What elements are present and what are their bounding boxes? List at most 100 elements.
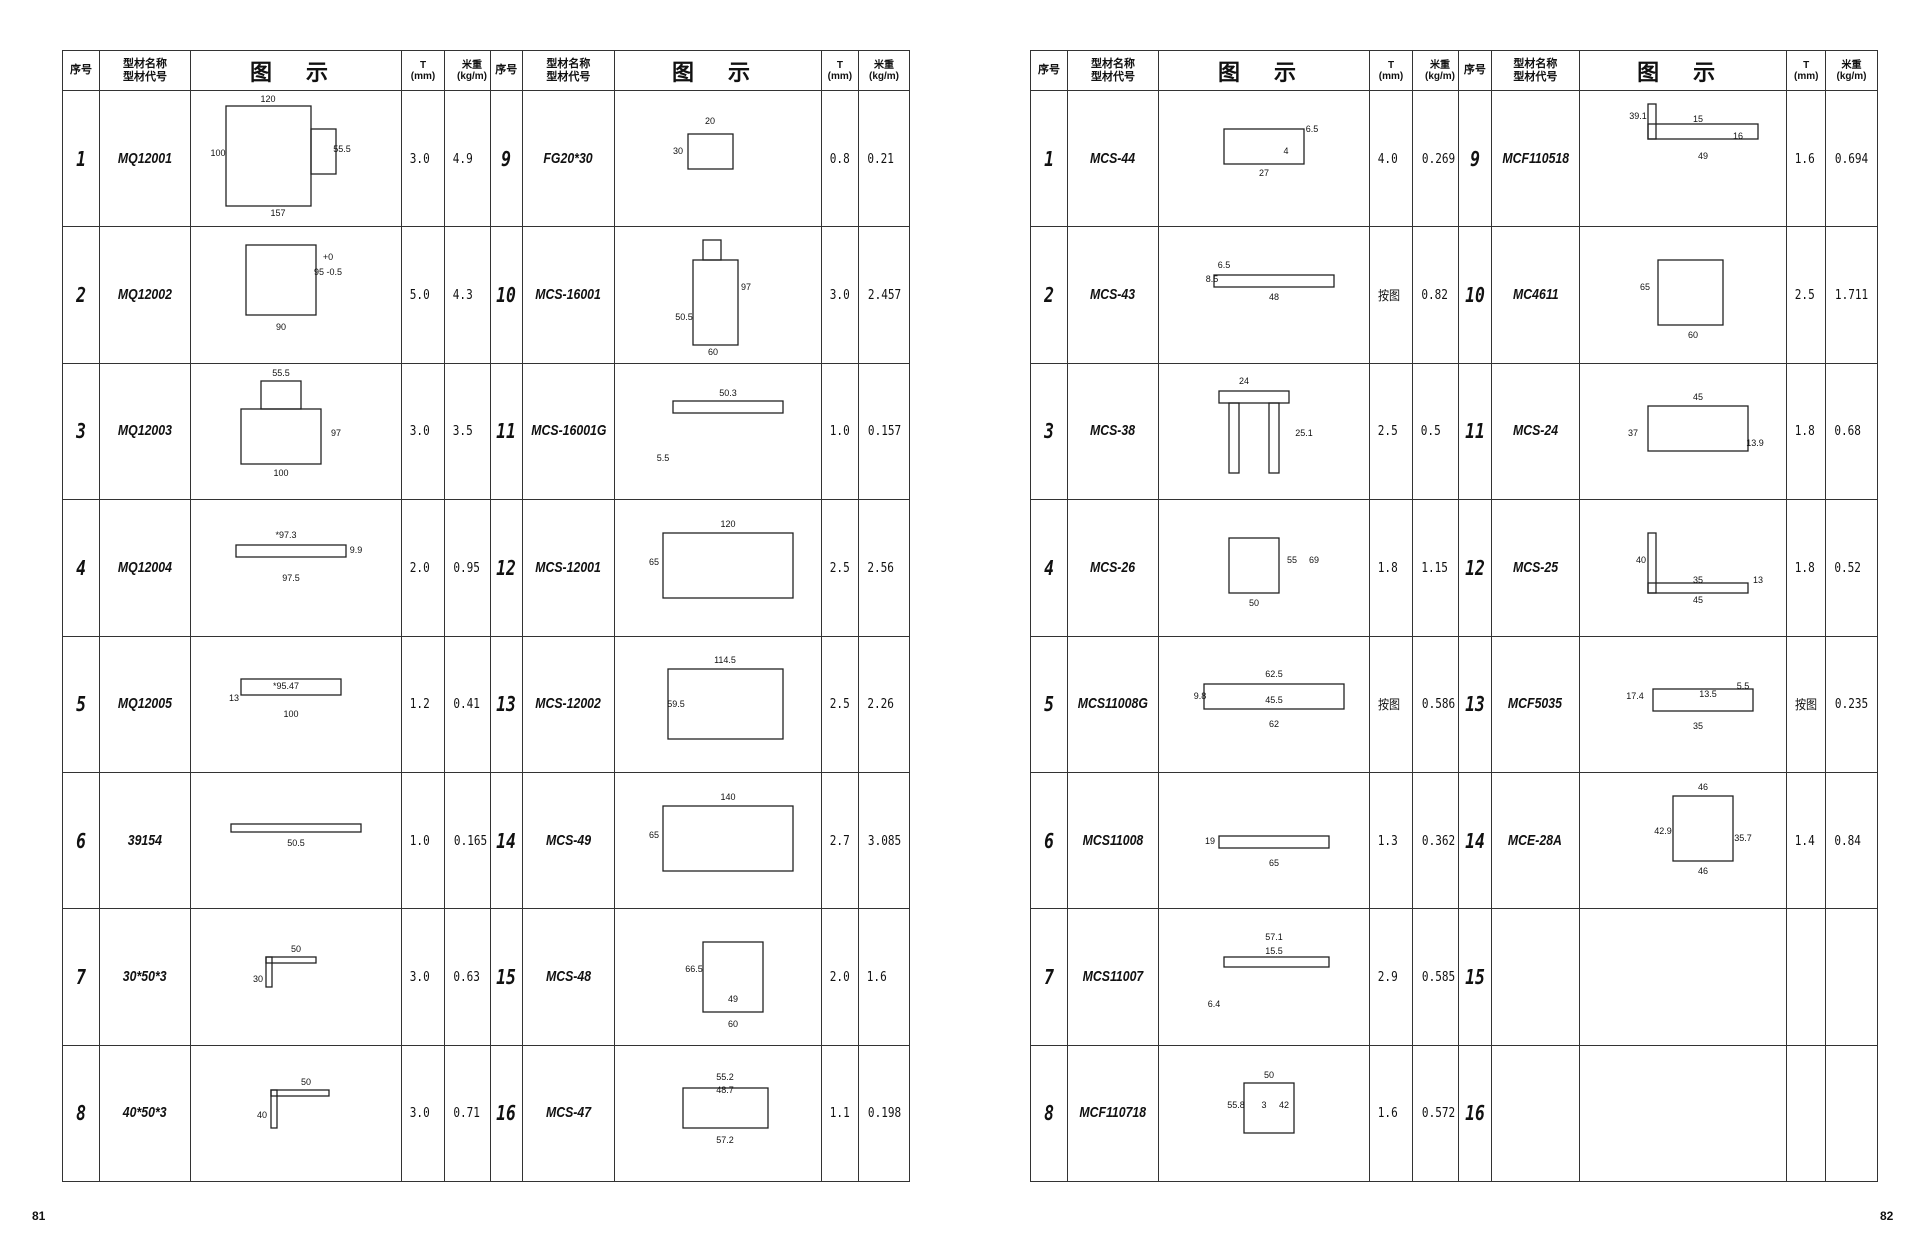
dimension-label: 97 bbox=[741, 282, 751, 292]
seq-number: 12 bbox=[496, 555, 517, 580]
weight-value: 3.085 bbox=[867, 833, 902, 849]
thickness-cell: 3.0 bbox=[401, 362, 445, 501]
code-cell: MQ12004 bbox=[99, 499, 191, 637]
header-weight-unit: (kg/m) bbox=[1425, 70, 1455, 82]
thickness-cell: 1.8 bbox=[1786, 499, 1827, 637]
header-weight: 米重(kg/m) bbox=[1825, 50, 1878, 91]
code-cell bbox=[1490, 1044, 1580, 1183]
profile-outline bbox=[702, 239, 722, 261]
code-cell bbox=[1490, 908, 1580, 1046]
seq-number: 7 bbox=[1044, 965, 1054, 990]
seq-number: 4 bbox=[1044, 555, 1054, 580]
thickness-value: 1.4 bbox=[1795, 833, 1816, 849]
header-seq-label: 序号 bbox=[495, 64, 518, 76]
dimension-label: 55 bbox=[1287, 555, 1297, 565]
header-thickness: T(mm) bbox=[1786, 50, 1827, 91]
dimension-label: 8.5 bbox=[1206, 274, 1219, 284]
weight-value: 3.5 bbox=[452, 424, 473, 440]
thickness-value: 3.0 bbox=[829, 288, 850, 304]
profile-outline bbox=[230, 822, 362, 833]
header-weight-label: 米重 bbox=[874, 59, 894, 71]
thickness-cell: 2.5 bbox=[1786, 226, 1827, 364]
profile-code: MC4611 bbox=[1512, 286, 1559, 304]
seq-cell: 15 bbox=[1458, 908, 1492, 1046]
seq-number: 14 bbox=[496, 828, 517, 853]
header-thickness-unit: (mm) bbox=[1793, 70, 1819, 82]
seq-number: 10 bbox=[1465, 283, 1485, 308]
seq-number: 15 bbox=[1465, 965, 1485, 990]
dimension-label: 65 bbox=[649, 830, 659, 840]
thickness-cell bbox=[1786, 1044, 1827, 1183]
dimension-label: *95.47 bbox=[273, 681, 299, 691]
header-seq-label: 序号 bbox=[70, 64, 92, 76]
thickness-value: 按图 bbox=[1377, 289, 1401, 305]
dimension-label: 48 bbox=[1269, 292, 1279, 302]
code-cell: MQ12002 bbox=[99, 226, 191, 364]
profile-outline bbox=[240, 678, 342, 696]
dimension-label: 66.5 bbox=[685, 964, 703, 974]
thickness-cell: 1.4 bbox=[1786, 771, 1827, 910]
header-name-label: 型材名称 bbox=[546, 57, 591, 70]
weight-value: 0.71 bbox=[453, 1106, 480, 1122]
seq-cell: 1 bbox=[1030, 89, 1068, 228]
dimension-label: 20 bbox=[705, 116, 715, 126]
profile-code: MCE-28A bbox=[1508, 831, 1563, 849]
seq-number: 2 bbox=[1044, 283, 1054, 308]
profile-code: 39154 bbox=[127, 831, 163, 849]
profile-outline bbox=[1647, 103, 1657, 140]
header-figure: 图 示 bbox=[614, 50, 822, 91]
weight-cell: 0.68 bbox=[1825, 362, 1878, 501]
thickness-cell: 3.0 bbox=[401, 89, 445, 228]
header-weight-unit: (kg/m) bbox=[457, 70, 487, 82]
code-cell: MCS11008 bbox=[1067, 771, 1159, 910]
header-name-code: 型材名称型材代号 bbox=[521, 50, 616, 91]
profile-code: MQ12004 bbox=[117, 558, 173, 576]
dimension-label: 35 bbox=[1693, 575, 1703, 585]
thickness-value: 按图 bbox=[1795, 698, 1818, 714]
header-seq: 序号 bbox=[1458, 50, 1492, 91]
thickness-cell: 2.0 bbox=[820, 908, 860, 1046]
dimension-label: 65 bbox=[1269, 858, 1279, 868]
profile-outline bbox=[662, 532, 794, 599]
profile-outline bbox=[240, 408, 322, 466]
dimension-label: +0 bbox=[323, 252, 333, 262]
header-weight-label: 米重 bbox=[1841, 59, 1862, 71]
dimension-label: 50.5 bbox=[287, 838, 305, 848]
seq-cell: 7 bbox=[1030, 908, 1068, 1046]
seq-number: 8 bbox=[76, 1101, 86, 1126]
dimension-label: 60 bbox=[1688, 330, 1698, 340]
header-thickness-label: T bbox=[1803, 59, 1810, 71]
dimension-label: 50.5 bbox=[675, 312, 693, 322]
profile-code: MCS-16001G bbox=[530, 422, 607, 440]
header-seq-label: 序号 bbox=[1463, 64, 1486, 76]
profile-outline bbox=[1647, 532, 1657, 594]
thickness-value: 2.0 bbox=[829, 970, 850, 986]
weight-value: 4.3 bbox=[452, 288, 473, 304]
weight-cell: 0.157 bbox=[858, 362, 910, 501]
weight-cell: 0.694 bbox=[1825, 89, 1878, 228]
profile-code: MCS-48 bbox=[545, 968, 591, 986]
weight-value: 0.157 bbox=[867, 424, 902, 440]
seq-number: 6 bbox=[76, 828, 86, 853]
seq-cell: 9 bbox=[490, 89, 523, 228]
seq-number: 3 bbox=[76, 419, 86, 444]
dimension-label: 13.9 bbox=[1746, 438, 1764, 448]
seq-number: 1 bbox=[1044, 146, 1054, 171]
seq-cell: 6 bbox=[1030, 771, 1068, 910]
thickness-cell: 1.0 bbox=[401, 771, 445, 910]
